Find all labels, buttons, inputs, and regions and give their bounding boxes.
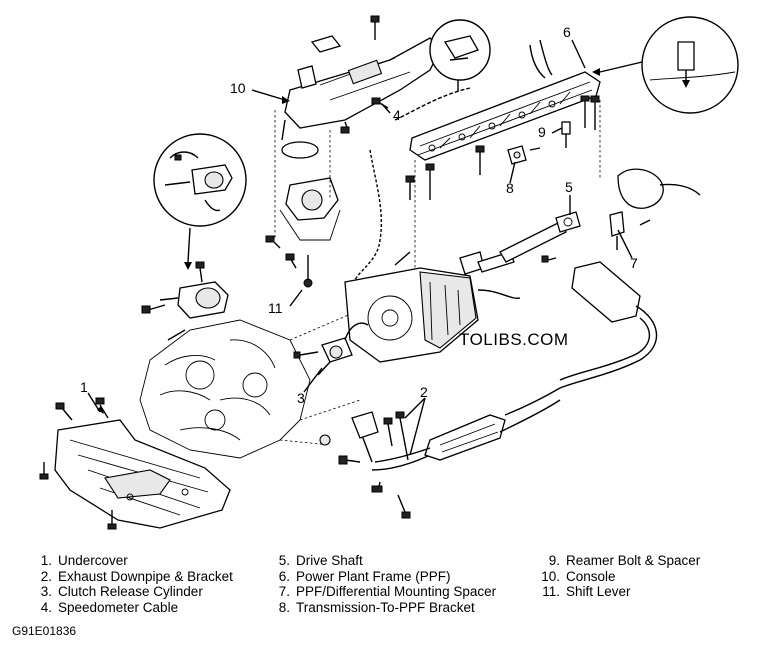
callout-11: 11 [268, 300, 283, 316]
exhaust-downpipe-part [319, 387, 561, 519]
legend-item: 4. Speedometer Cable [30, 600, 233, 616]
drive-shaft-part [499, 211, 581, 263]
engine-block-outline [139, 309, 361, 459]
legend-item: 9. Reamer Bolt & Spacer [530, 553, 701, 569]
starter-detail-circle [153, 133, 247, 270]
legend-number: 1. [40, 553, 52, 568]
legend-item: 1. Undercover [30, 553, 233, 569]
starter-assembly [141, 261, 229, 341]
callout-8: 8 [506, 180, 514, 196]
legend-item: 8. Transmission-To-PPF Bracket [268, 600, 496, 616]
console-part [281, 15, 441, 141]
callout-10: 10 [230, 80, 246, 96]
legend-number: 10. [541, 568, 560, 584]
legend-label: Reamer Bolt & Spacer [566, 553, 701, 568]
legend-label: Speedometer Cable [58, 599, 179, 615]
figure-code: G91E01836 [12, 624, 77, 638]
transmission-ppf-bracket-part [507, 145, 541, 165]
legend-number: 11. [542, 584, 560, 599]
shift-lever-part [265, 110, 341, 288]
legend-column-1: 1. Undercover 2. Exhaust Downpipe & Bracke… [30, 553, 233, 615]
callout-5: 5 [565, 179, 573, 195]
reamer-bolt-spacer-part [561, 95, 590, 148]
undercover-part [39, 397, 231, 530]
frame-detail-circle [429, 19, 491, 92]
legend-number: 8. [278, 599, 290, 615]
legend-number: 9. [548, 553, 560, 568]
legend-number: 4. [40, 599, 52, 615]
legend-item: 3. Clutch Release Cylinder [30, 584, 233, 600]
legend-number: 5. [278, 553, 290, 568]
legend-label: Exhaust Downpipe & Bracket [58, 568, 233, 584]
speedometer-cable-part [354, 97, 411, 281]
mount-detail-circle [592, 16, 739, 114]
legend-label: Clutch Release Cylinder [58, 584, 203, 599]
power-plant-frame-part [394, 39, 601, 270]
legend-label: Undercover [58, 553, 128, 568]
legend-item: 5. Drive Shaft [268, 553, 496, 569]
legend-item: 7. PPF/Differential Mounting Spacer [268, 584, 496, 600]
exploded-view-diagram: 1 2 3 4 5 6 7 8 9 10 11 [39, 15, 739, 530]
callout-3: 3 [297, 390, 305, 406]
callout-2: 2 [420, 384, 428, 400]
legend-label: Transmission-To-PPF Bracket [296, 599, 475, 615]
legend-label: PPF/Differential Mounting Spacer [296, 584, 497, 599]
clutch-release-cylinder-part [293, 322, 369, 376]
legend-number: 6. [278, 568, 290, 584]
leader-lines [87, 39, 633, 456]
muffler-part [559, 261, 658, 389]
ppf-differential-spacer-part [609, 168, 701, 250]
callout-6: 6 [563, 24, 571, 40]
legend-item: 2. Exhaust Downpipe & Bracket [30, 569, 233, 585]
legend-number: 7. [278, 584, 290, 599]
legend-label: Console [566, 568, 616, 584]
legend-number: 2. [40, 568, 52, 584]
callout-4: 4 [393, 107, 401, 123]
watermark-text: TOLIBS.COM [459, 330, 569, 349]
legend-label: Drive Shaft [296, 553, 363, 568]
legend-item: 11. Shift Lever [530, 584, 700, 600]
legend-item: 10. Console [530, 569, 700, 585]
legend-item: 6. Power Plant Frame (PPF) [268, 569, 496, 585]
legend-label: Shift Lever [566, 584, 631, 599]
legend-number: 3. [40, 584, 52, 599]
callout-1: 1 [80, 379, 88, 395]
legend-label: Power Plant Frame (PPF) [296, 568, 451, 584]
callout-9: 9 [538, 124, 546, 140]
callout-7: 7 [630, 255, 638, 271]
legend-column-3: 9. Reamer Bolt & Spacer 10. Console 11. Shi… [530, 553, 700, 600]
legend-column-2: 5.Drive Shaft 6.Power Plant Frame (PPF) … [268, 553, 496, 615]
